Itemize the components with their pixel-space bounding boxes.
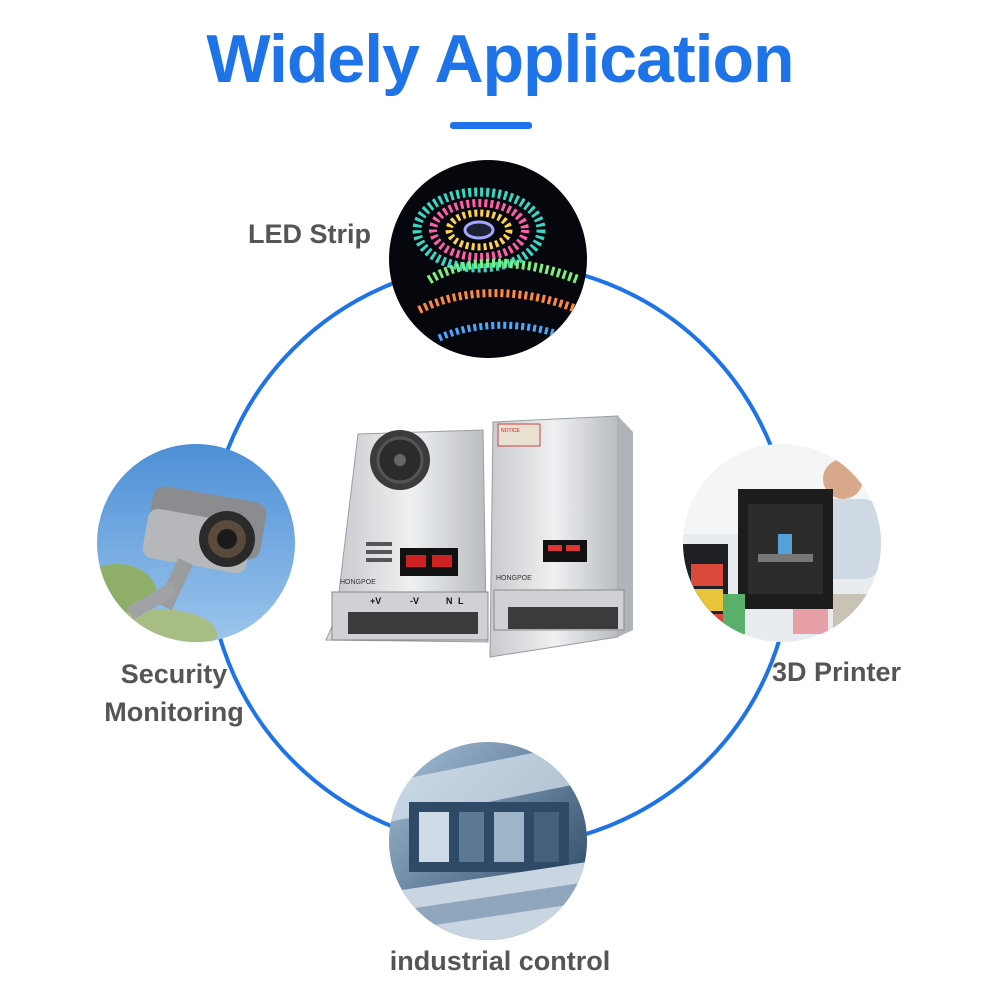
3d-printer-label: 3D Printer bbox=[772, 657, 902, 687]
title-underline bbox=[450, 122, 532, 129]
industrial-control-label: industrial control bbox=[389, 946, 611, 976]
right-brand-label: HONGPOE bbox=[496, 575, 532, 582]
left-brand-label: HONGPOE bbox=[340, 579, 376, 586]
terminal-minus-v: -V bbox=[410, 596, 419, 606]
security-camera-image bbox=[97, 444, 295, 642]
terminal-n: N bbox=[446, 596, 453, 606]
security-monitoring-label: Security Monitoring bbox=[92, 655, 256, 731]
3d-printer-image bbox=[683, 444, 881, 642]
terminal-l: L bbox=[458, 596, 464, 606]
security-label-line1: Security bbox=[120, 659, 228, 689]
page-title: Widely Application bbox=[206, 21, 794, 97]
power-supply-product-image: HONGPOE +V -V N L NOTICE HONGPOE bbox=[325, 415, 633, 658]
terminal-plus-v: +V bbox=[370, 596, 381, 606]
led-strip-label: LED Strip bbox=[248, 219, 372, 249]
led-strip-image bbox=[389, 160, 587, 358]
security-label-line2: Monitoring bbox=[104, 697, 244, 727]
notice-label: NOTICE bbox=[501, 428, 521, 434]
industrial-control-image bbox=[389, 742, 587, 940]
